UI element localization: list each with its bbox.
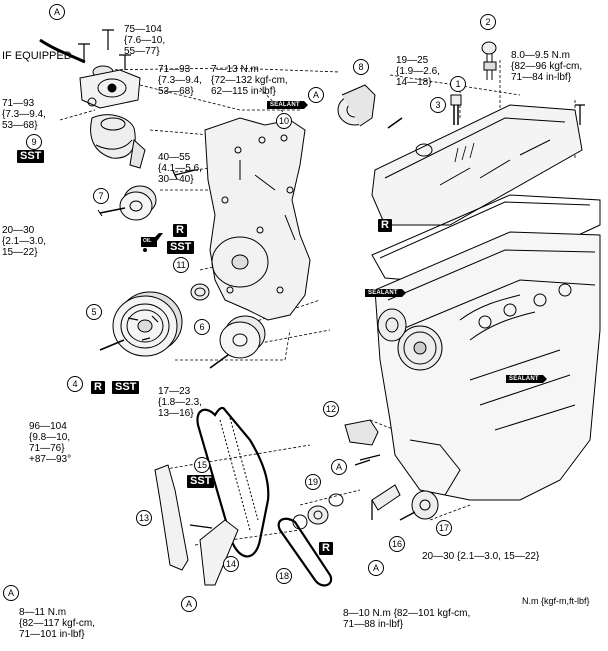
torque-label-tensioner: 19—25{1.9—2.6,14—18} — [396, 55, 440, 88]
torque-label-pump-sprocket: 20—30 {2.1—3.0, 15—22} — [422, 551, 540, 562]
sst-tag-bolt: SST — [112, 381, 140, 394]
ref-mark-a-tensioner: A — [331, 459, 347, 475]
idler-pulley-6 — [209, 315, 266, 369]
cylinder-head-cover-3 — [371, 104, 583, 226]
if-equipped-label: IF EQUIPPED — [2, 50, 72, 62]
ignition-coil-1 — [450, 94, 462, 125]
idler-pulley-7 — [97, 185, 157, 221]
torque-label-mount-left: 71—93{7.3—9.4,53—68} — [2, 98, 46, 131]
r-tag-bolt: R — [91, 381, 105, 394]
sealant-tag-block: SEALANT — [506, 375, 547, 383]
oil-seal-11 — [190, 283, 210, 301]
ref-mark-a-top: A — [49, 4, 65, 20]
drive-belt-auto-tensioner-8 — [337, 84, 403, 129]
torque-label-a-top: 75—104{7.6—10,55—77} — [124, 24, 166, 57]
bolts — [172, 104, 585, 466]
r-tag-seal: R — [173, 224, 187, 237]
oil-label: OIL — [143, 238, 152, 244]
callout-19: 19 — [305, 474, 321, 490]
callout-4: 4 — [67, 376, 83, 392]
sealant-tag-head: SEALANT — [365, 289, 406, 297]
torque-label-idler-7: 40—55{4.1—5.6,30—40} — [158, 152, 202, 185]
crankshaft-sprocket-19 — [292, 493, 344, 530]
oil-pump-chain-guide-16 — [371, 484, 401, 520]
timing-chain-15 — [196, 406, 270, 558]
torque-label-idler-bolt: 20—30{2.1—3.0,15—22} — [2, 225, 46, 258]
callout-18: 18 — [276, 568, 292, 584]
chain-tensioner-12 — [344, 419, 381, 461]
callout-6: 6 — [194, 319, 210, 335]
ref-mark-a-cover: A — [308, 87, 324, 103]
ref-mark-a-bottom: A — [181, 596, 197, 612]
sealant-tag-cover: SEALANT — [267, 101, 308, 109]
units-legend: N.m {kgf-m,ft-lbf} — [522, 596, 590, 606]
torque-label-mount-right: 71—93{7.3—9.4,53—68} — [158, 64, 202, 97]
engine-mount-assembly — [39, 29, 146, 169]
torque-legend-a: 8—11 N.m{82—117 kgf-cm,71—101 in-lbf} — [19, 607, 95, 640]
torque-label-cover: 7—13 N.m{72—132 kgf-cm,62—115 in-lbf} — [211, 64, 288, 97]
sst-tag-mount: SST — [17, 150, 45, 163]
r-tag-sprocket: R — [319, 542, 333, 555]
callout-5: 5 — [86, 304, 102, 320]
callout-9: 9 — [26, 134, 42, 150]
crankshaft-pulley-5 — [99, 291, 183, 357]
torque-label-pump-guide: 8—10 N.m {82—101 kgf-cm,71—88 in-lbf} — [343, 608, 471, 630]
r-tag-gasket: R — [378, 219, 392, 232]
callout-8: 8 — [353, 59, 369, 75]
oil-pump-sprocket-17 — [399, 490, 439, 521]
callout-15: 15 — [194, 457, 210, 473]
cylinder-head-and-block — [374, 231, 601, 501]
torque-label-head-cover: 8.0—9.5 N.m{82—96 kgf-cm,71—84 in-lbf} — [511, 50, 583, 83]
torque-label-idler-6: 17—23{1.8—2.3,13—16} — [158, 386, 202, 419]
ref-mark-a-pump: A — [368, 560, 384, 576]
oil-pump-chain-18 — [277, 517, 333, 587]
callout-7: 7 — [93, 188, 109, 204]
timing-chain-cover-10 — [204, 117, 311, 321]
callout-14: 14 — [223, 556, 239, 572]
callout-13: 13 — [136, 510, 152, 526]
sensor-2 — [481, 41, 497, 80]
callout-12: 12 — [323, 401, 339, 417]
callout-11: 11 — [173, 257, 189, 273]
callout-1: 1 — [450, 76, 466, 92]
callout-17: 17 — [436, 520, 452, 536]
engine-timing-exploded-diagram — [39, 29, 601, 587]
callout-10: 10 — [276, 113, 292, 129]
chain-guide-13 — [154, 464, 189, 571]
ref-mark-a-legend: A — [3, 585, 19, 601]
torque-label-crank-bolt: 96—104{9.8—10,71—76}+87—93° — [29, 421, 72, 465]
tensioner-arm-14 — [189, 519, 239, 586]
sst-tag-seal: SST — [167, 241, 195, 254]
sst-tag-chain: SST — [187, 475, 215, 488]
callout-3: 3 — [430, 97, 446, 113]
oil-can-icon: OIL — [137, 229, 165, 253]
callout-2: 2 — [480, 14, 496, 30]
callout-16: 16 — [389, 536, 405, 552]
